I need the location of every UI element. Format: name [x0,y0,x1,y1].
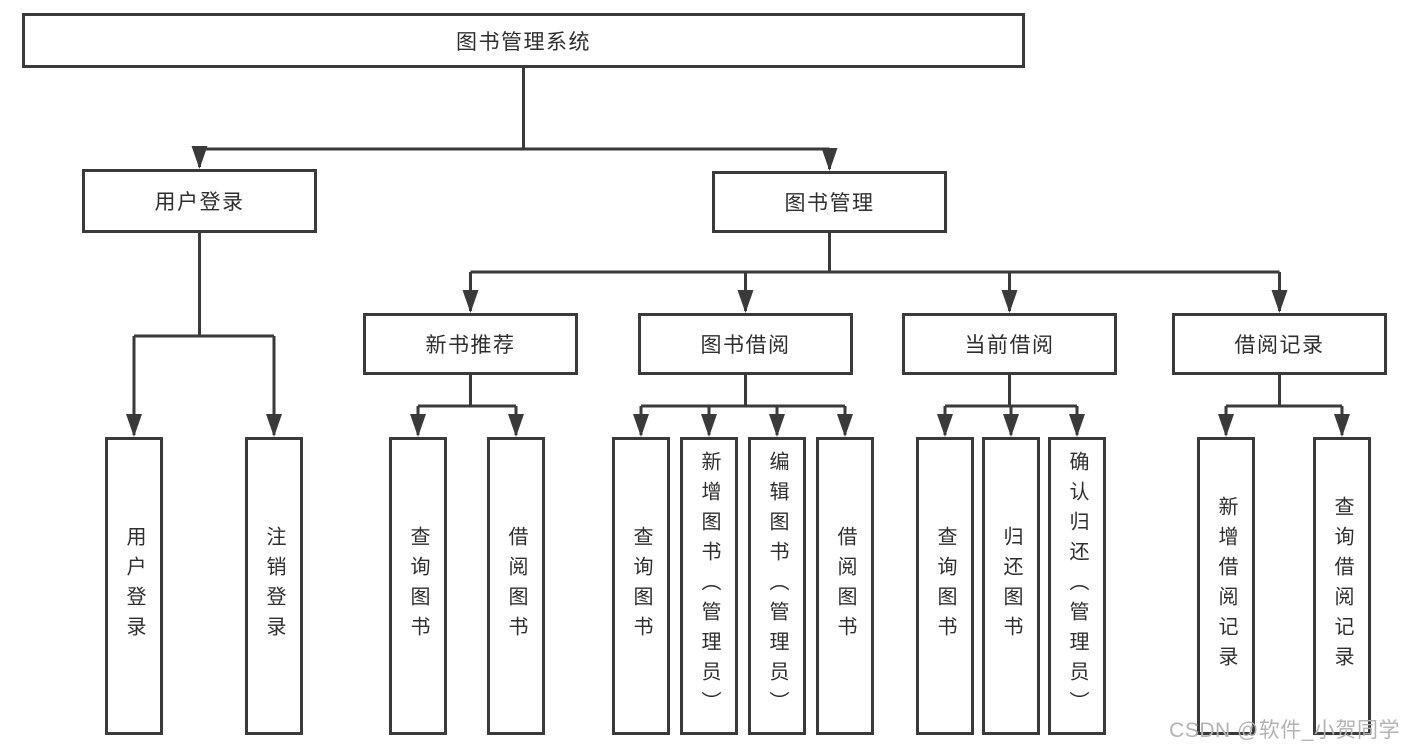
arrowhead-icon [1334,414,1350,437]
arrowhead-icon [769,414,785,437]
leaf-query-books-current: 查询图书 [916,437,974,735]
arrowhead-icon [1218,414,1234,437]
node-label: 借阅记录 [1234,334,1325,357]
arrowhead-icon [937,414,953,437]
node-label: 新书推荐 [425,334,516,357]
leaf-borrow-books: 借阅图书 [816,437,874,735]
leaf-add-borrow-record: 新增借阅记录 [1197,437,1255,735]
arrowhead-icon [266,414,282,437]
leaf-query-books-recommend: 查询图书 [389,437,447,735]
arrowhead-icon [1271,290,1288,313]
leaf-label: 查询图书 [407,526,429,646]
leaf-label: 编辑图书（管理员） [766,451,788,721]
connector-segments [132,68,1344,435]
leaf-query-borrow-record: 查询借阅记录 [1313,437,1371,735]
arrowhead-icon [633,414,649,437]
leaf-borrow-books-recommend: 借阅图书 [487,437,545,735]
leaf-label: 借阅图书 [505,526,527,646]
node-label: 图书借阅 [700,334,791,357]
node-library-management-system: 图书管理系统 [22,13,1025,68]
watermark: CSDN @软件_小贺同学 [1169,719,1400,742]
arrowheads [126,146,1350,437]
leaf-label: 新增借阅记录 [1215,496,1237,676]
leaf-label: 查询图书 [934,526,956,646]
leaf-user-login: 用户登录 [105,437,163,735]
leaf-label: 新增图书（管理员） [698,451,720,721]
leaf-label: 借阅图书 [834,526,856,646]
arrowhead-icon [1069,414,1085,437]
arrowhead-icon [410,414,426,437]
node-borrowing-records: 借阅记录 [1172,313,1387,375]
leaf-edit-book-admin: 编辑图书（管理员） [748,437,806,735]
node-label: 图书管理系统 [456,30,591,54]
arrowhead-icon [837,414,853,437]
leaf-label: 用户登录 [123,526,145,646]
leaf-label: 查询借阅记录 [1331,496,1353,676]
arrowhead-icon [737,290,754,313]
node-label: 用户登录 [154,191,245,214]
arrowhead-icon [1003,414,1019,437]
leaf-label: 查询图书 [630,526,652,646]
arrowhead-icon [1001,290,1018,313]
arrowhead-icon [821,148,838,171]
leaf-label: 注销登录 [263,526,285,646]
leaf-return-books: 归还图书 [982,437,1040,735]
arrowhead-icon [126,414,142,437]
arrowhead-icon [701,414,717,437]
leaf-confirm-return-admin: 确认归还（管理员） [1048,437,1106,735]
arrowhead-icon [191,146,208,169]
leaf-label: 归还图书 [1000,526,1022,646]
node-book-borrowing: 图书借阅 [638,313,853,375]
leaf-query-books-borrow: 查询图书 [612,437,670,735]
node-book-management: 图书管理 [712,171,947,233]
node-new-book-recommendation: 新书推荐 [363,313,578,375]
leaf-label: 确认归还（管理员） [1066,451,1088,721]
node-user-login: 用户登录 [82,169,317,233]
node-current-borrowing: 当前借阅 [902,313,1117,375]
node-label: 当前借阅 [964,334,1055,357]
arrowhead-icon [462,290,479,313]
arrowhead-icon [508,414,524,437]
node-label: 图书管理 [784,192,875,215]
leaf-logout: 注销登录 [245,437,303,735]
leaf-add-book-admin: 新增图书（管理员） [680,437,738,735]
